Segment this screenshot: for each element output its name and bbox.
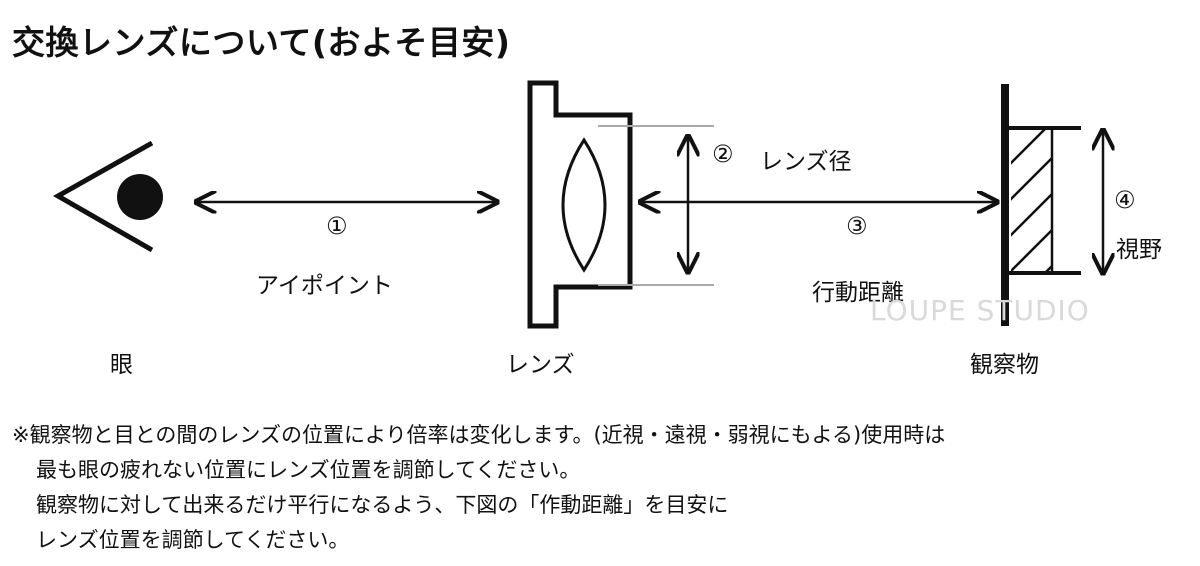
usage-note: ※観察物と目との間のレンズの位置により倍率は変化します。(近視・遠視・弱視にもよ… — [12, 418, 945, 558]
lens-housing — [527, 80, 633, 329]
working-distance-label: 行動距離 — [812, 280, 904, 306]
eye-icon — [52, 140, 163, 253]
field-of-view-label: 視野 — [1116, 237, 1162, 263]
eye-label: 眼 — [110, 352, 133, 378]
lens-diameter-number: ② — [712, 140, 734, 168]
eyepoint-number: ① — [326, 212, 348, 240]
eyepoint-label: アイポイント — [256, 273, 393, 299]
field-of-view-number: ④ — [1114, 186, 1136, 214]
page-title: 交換レンズについて(およそ目安) — [12, 23, 511, 62]
lens-label: レンズ — [506, 352, 575, 378]
lens-diameter-label: レンズ径 — [760, 149, 852, 175]
object-label: 観察物 — [970, 352, 1039, 378]
note-line: 最も眼の疲れない位置にレンズ位置を調節してください。 — [36, 458, 581, 482]
working-distance-number: ③ — [846, 212, 868, 240]
watermark-logo: LOUPE STUDIO — [870, 294, 1090, 327]
note-line: 観察物に対して出来るだけ平行になるよう、下図の「作動距離」を目安に — [36, 493, 729, 517]
note-line: ※観察物と目との間のレンズの位置により倍率は変化します。(近視・遠視・弱視にもよ… — [12, 423, 946, 447]
note-line: レンズ位置を調節してください。 — [36, 528, 350, 552]
observed-object — [1001, 84, 1081, 326]
lens-element — [561, 137, 607, 273]
